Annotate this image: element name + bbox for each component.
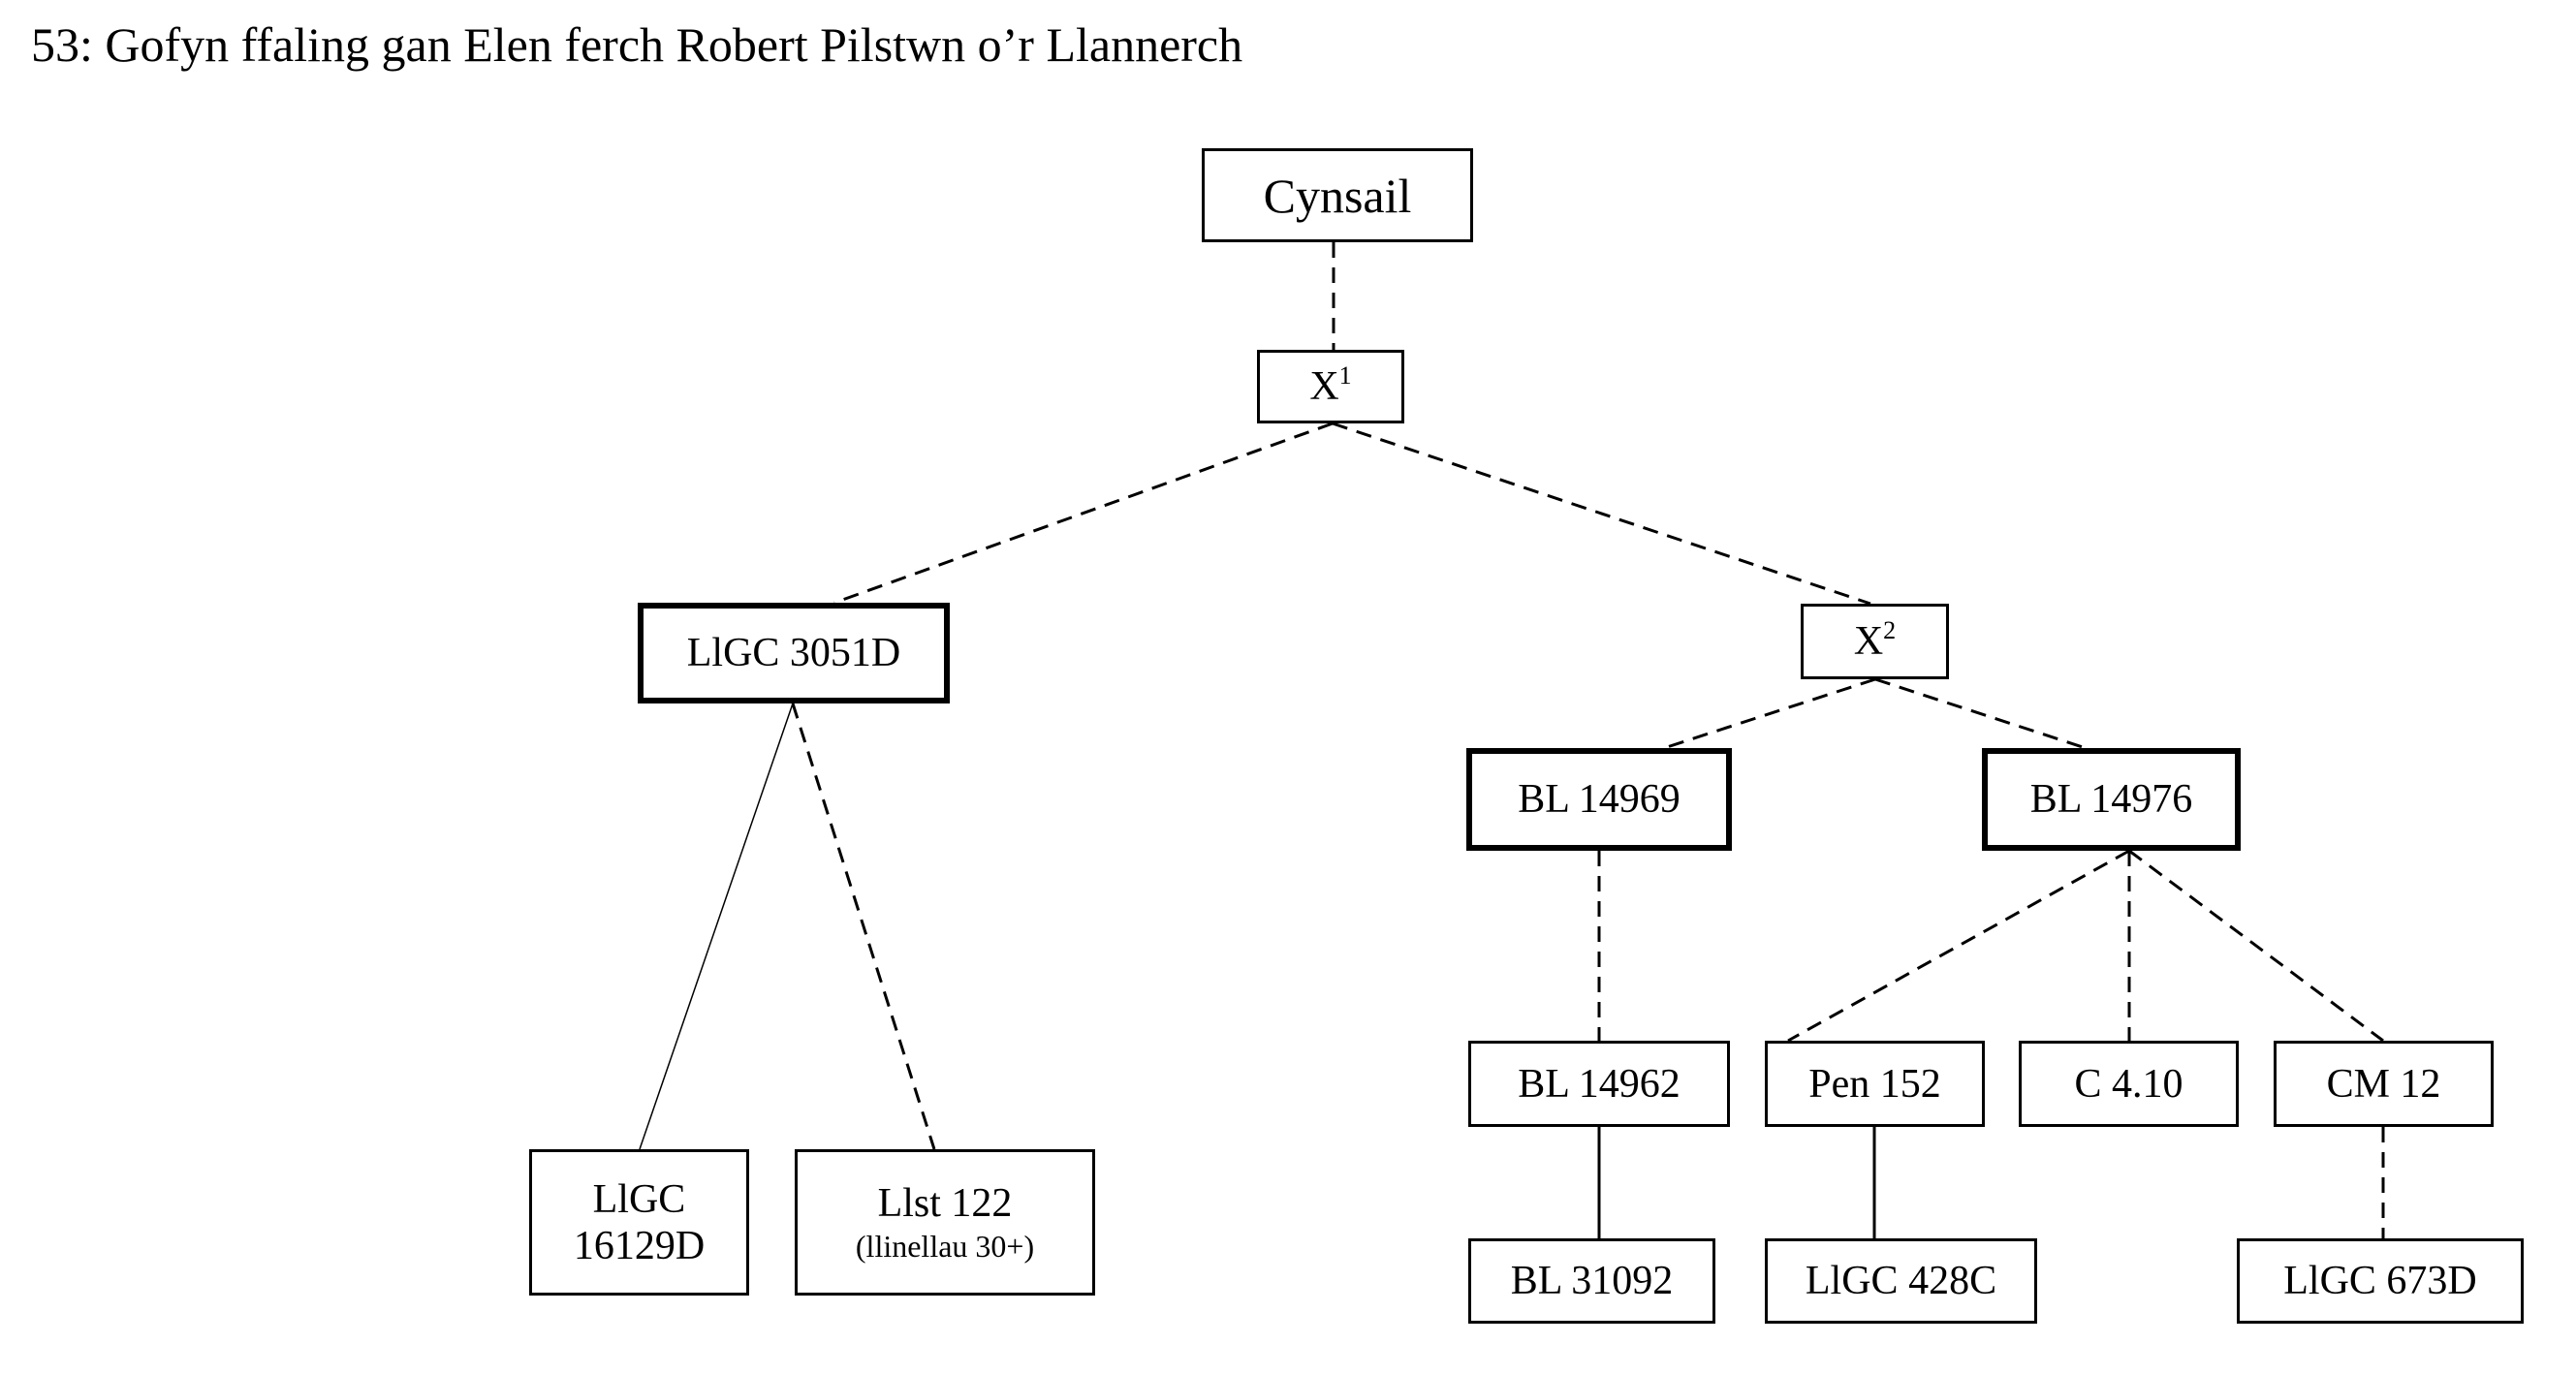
node-label-text: BL 14962	[1518, 1061, 1681, 1107]
node-bl-14976: BL 14976	[1982, 748, 2241, 851]
node-label-text: LlGC 428C	[1805, 1259, 1997, 1303]
node-label: X1	[1309, 363, 1351, 410]
node-bl-14962: BL 14962	[1468, 1041, 1730, 1127]
diagram-title: 53: Gofyn ffaling gan Elen ferch Robert …	[31, 17, 1243, 72]
node-bl-31092: BL 31092	[1468, 1238, 1715, 1324]
node-cm-12: CM 12	[2274, 1041, 2494, 1127]
edge-x2-to-bl14969	[1663, 677, 1876, 750]
node-bl-14969: BL 14969	[1466, 748, 1732, 851]
node-label-text: BL 14969	[1518, 777, 1681, 822]
node-label-text: Pen 152	[1808, 1061, 1941, 1107]
edge-llgc3051d-to-llst122	[791, 703, 936, 1150]
node-label-text: Cynsail	[1263, 168, 1412, 223]
edge-llgc3051d-to-llgc16129d	[639, 703, 794, 1150]
node-llst-122: Llst 122 (llinellau 30+)	[795, 1149, 1095, 1296]
node-llgc-428c: LlGC 428C	[1765, 1238, 2037, 1324]
node-note: (llinellau 30+)	[855, 1228, 1035, 1264]
node-llgc-16129d: LlGC 16129D	[529, 1149, 749, 1296]
node-llgc-3051d: LlGC 3051D	[638, 603, 950, 703]
node-superscript: 1	[1338, 361, 1352, 390]
node-label-text: LlGC 673D	[2283, 1259, 2477, 1303]
node-label: X2	[1854, 618, 1896, 665]
node-label-text: BL 14976	[2029, 777, 2193, 822]
node-superscript: 2	[1883, 616, 1897, 644]
node-cynsail: Cynsail	[1202, 148, 1473, 242]
node-c-4-10: C 4.10	[2019, 1041, 2239, 1127]
node-label-text: Llst 122	[877, 1180, 1013, 1226]
node-label-text: LlGC	[592, 1176, 686, 1222]
edge-layer	[639, 242, 2385, 1238]
edge-x1-to-x2	[1332, 422, 1871, 606]
node-pen-152: Pen 152	[1765, 1041, 1985, 1127]
edge-bl14976-to-pen152	[1787, 849, 2130, 1043]
node-label-text: BL 31092	[1510, 1259, 1674, 1303]
edge-bl14976-to-cm12	[2128, 849, 2384, 1043]
node-llgc-673d: LlGC 673D	[2237, 1238, 2524, 1324]
node-label-text: LlGC 3051D	[686, 631, 901, 675]
node-label-text: X	[1853, 619, 1884, 664]
edge-x2-to-bl14976	[1874, 677, 2087, 750]
node-label-text-line2: 16129D	[573, 1223, 706, 1268]
node-label-text: C 4.10	[2074, 1061, 2183, 1107]
node-x2: X2	[1801, 604, 1949, 679]
node-label: Cynsail	[1264, 172, 1412, 220]
node-label-text: CM 12	[2326, 1061, 2441, 1107]
edge-x1-to-llgc3051d	[833, 422, 1334, 605]
node-x1: X1	[1257, 350, 1404, 423]
node-label-text: X	[1309, 364, 1339, 409]
